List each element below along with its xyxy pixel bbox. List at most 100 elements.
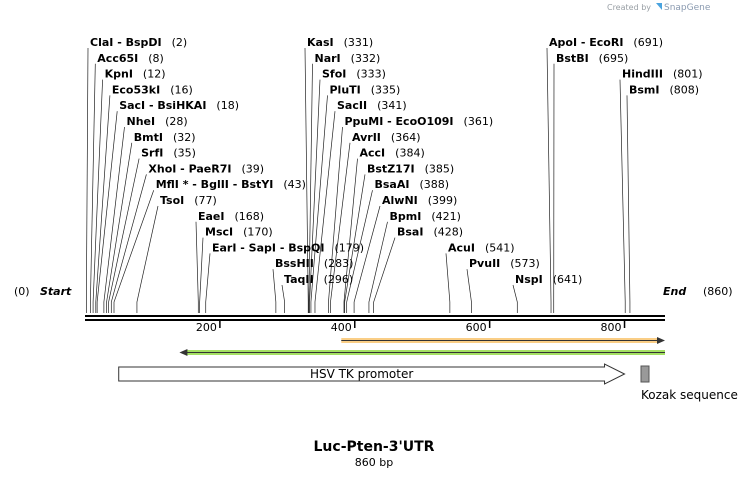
site-line [445,253,451,313]
site-label[interactable]: XhoI - PaeR7I [148,162,231,175]
snapgene-logo-icon [656,3,662,10]
site-line [546,47,552,313]
site-label[interactable]: MscI [205,226,233,239]
site-line [309,79,321,313]
site-label[interactable]: PluTI [330,83,361,96]
site-line [108,158,140,313]
site-label[interactable]: SacII [337,99,367,112]
site-line [304,47,309,313]
site-position: (341) [377,99,407,112]
site-label[interactable]: ApoI - EcoRI [549,36,623,49]
site-line [330,142,351,313]
site-position: (16) [170,83,193,96]
site-position: (384) [395,147,425,160]
site-label[interactable]: ClaI - BspDI [90,36,162,49]
created-by-text: Created by [607,3,651,12]
site-line [368,221,388,313]
orange-feature-arrow[interactable] [341,337,665,344]
site-label[interactable]: KasI [307,36,334,49]
hsv-tk-promoter-feature[interactable]: HSV TK promoter [118,363,626,385]
site-label[interactable]: BstBI [556,52,589,65]
site-label[interactable]: TsoI [160,194,184,207]
site-label[interactable]: BpmI [390,210,422,223]
map-length: 860 bp [355,456,393,469]
ruler-tick-label: 200 [196,321,217,334]
site-label[interactable]: BsaAI [375,178,410,191]
site-label[interactable]: SfoI [322,68,346,81]
site-labels: ClaI - BspDI(2)Acc65I(8)KpnI(12)Eco53kI(… [90,36,703,286]
site-position: (296) [324,273,354,286]
site-position: (691) [633,36,663,49]
site-position: (641) [553,273,583,286]
site-position: (18) [216,99,239,112]
site-label[interactable]: AcuI [448,241,475,254]
snapgene-brand[interactable]: SnapGene [664,3,711,13]
site-position: (179) [334,241,364,254]
site-position: (541) [485,241,515,254]
site-position: (801) [673,68,703,81]
site-label[interactable]: EarI - SapI - BspQI [212,241,324,254]
site-line [136,205,159,313]
site-position: (8) [148,52,164,65]
site-label[interactable]: KpnI [105,68,133,81]
site-line [113,190,155,313]
site-label[interactable]: TaqII [284,273,314,286]
site-position: (77) [194,194,217,207]
site-position: (421) [431,210,461,223]
site-label[interactable]: SacI - BsiHKAI [119,99,206,112]
site-line [85,47,89,313]
site-line [346,190,373,313]
kozak-sequence-feature[interactable]: Kozak sequence [640,365,738,402]
site-label[interactable]: EaeI [198,210,225,223]
site-label[interactable]: NspI [515,273,543,286]
site-label[interactable]: SrfI [141,147,163,160]
site-line [96,111,118,313]
site-label[interactable]: PpuMI - EcoO109I [345,115,454,128]
site-position: (32) [173,131,196,144]
end-position: (860) [703,285,733,298]
site-position: (385) [425,162,455,175]
site-position: (695) [599,52,629,65]
site-position: (283) [324,257,354,270]
site-line [110,174,147,313]
site-label[interactable]: MflI * - BglII - BstYI [156,178,274,191]
site-position: (428) [433,226,463,239]
green-feature-arrow[interactable] [179,349,665,356]
site-position: (332) [351,52,381,65]
site-label[interactable]: Eco53kI [112,83,160,96]
site-position: (808) [670,83,700,96]
site-label[interactable]: HindIII [622,68,663,81]
site-position: (168) [235,210,265,223]
site-label[interactable]: BssHII [275,257,314,270]
site-label[interactable]: AvrII [352,131,381,144]
site-position: (35) [173,147,196,160]
site-line [308,63,313,313]
site-label[interactable]: BsaI [397,226,423,239]
site-label[interactable]: AlwNI [382,194,418,207]
site-label[interactable]: NheI [127,115,156,128]
ruler-tick-label: 800 [601,321,622,334]
site-line [195,221,199,313]
site-label[interactable]: AccI [360,147,386,160]
ruler-tick-label: 600 [466,321,487,334]
site-line [281,284,285,313]
site-position: (39) [241,162,264,175]
site-label[interactable]: BsmI [629,83,660,96]
site-position: (28) [165,115,188,128]
site-label[interactable]: BmtI [134,131,163,144]
site-position: (331) [344,36,374,49]
backbone [85,315,665,321]
kozak-sequence-label: Kozak sequence [641,388,738,402]
site-label[interactable]: BstZ17I [367,162,415,175]
site-line [512,284,518,313]
site-line [205,253,211,313]
start-position: (0) [14,285,30,298]
site-label[interactable]: NarI [315,52,341,65]
site-line [328,126,343,313]
site-label[interactable]: Acc65I [97,52,138,65]
site-line [353,205,381,313]
site-line [343,158,358,313]
site-label[interactable]: PvuII [469,257,500,270]
